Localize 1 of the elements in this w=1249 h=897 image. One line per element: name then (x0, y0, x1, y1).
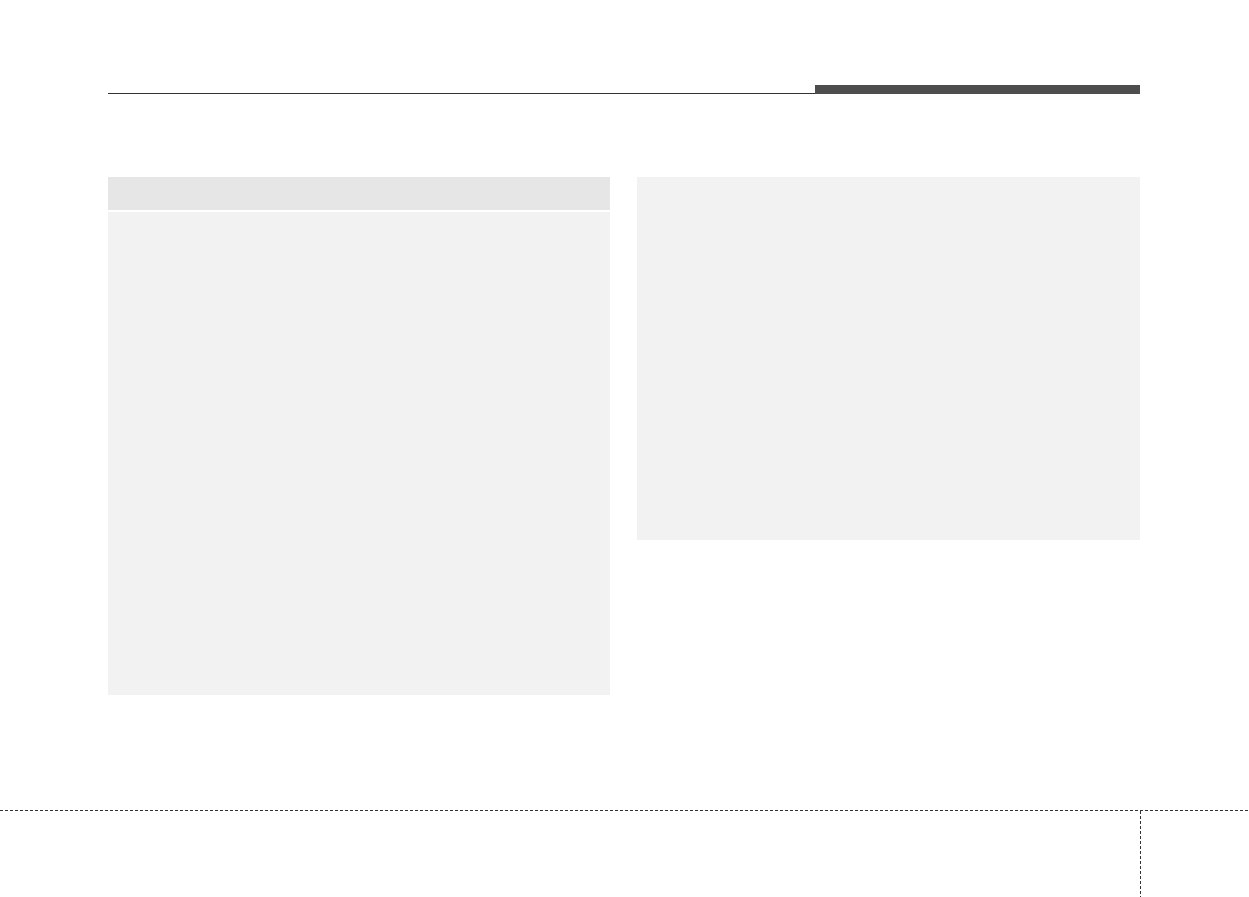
header-band (108, 177, 610, 210)
